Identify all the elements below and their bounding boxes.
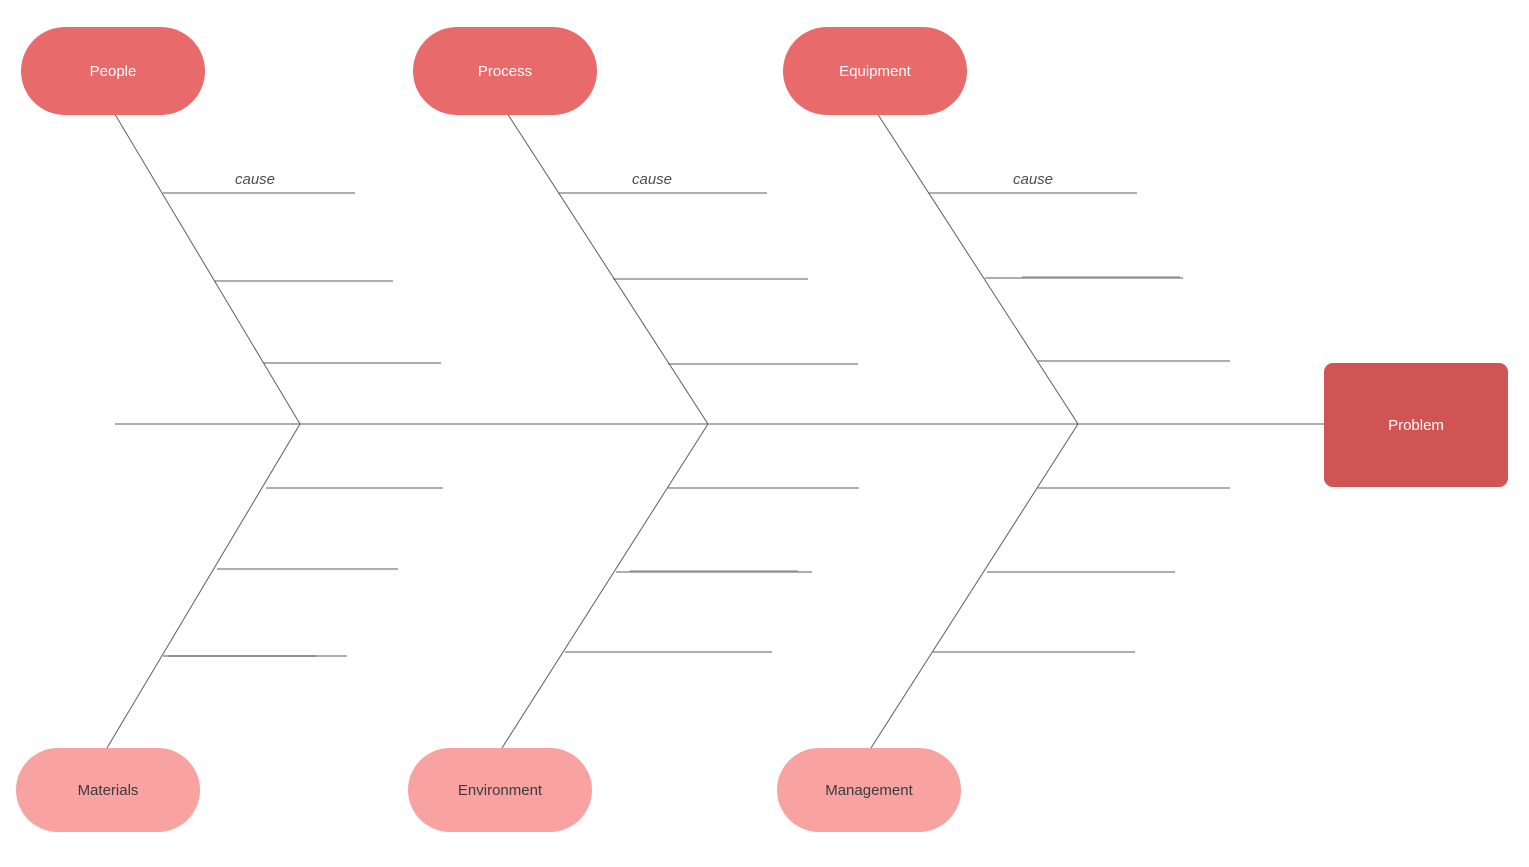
cause-label-equipment: cause: [1012, 171, 1054, 188]
environment-bone: [501, 423, 709, 749]
category-bubble-process[interactable]: Process: [413, 27, 597, 115]
problem-label: Problem: [1388, 416, 1444, 434]
process-bone: [506, 112, 709, 425]
category-bubble-management[interactable]: Management: [777, 748, 961, 832]
category-label-management: Management: [825, 781, 913, 799]
category-label-materials: Materials: [77, 781, 139, 799]
category-label-equipment: Equipment: [839, 62, 911, 80]
materials-bone: [106, 423, 301, 749]
category-bubble-environment[interactable]: Environment: [408, 748, 592, 832]
category-label-environment: Environment: [457, 781, 543, 799]
category-label-process: Process: [477, 62, 533, 80]
cause-label-people: cause: [234, 171, 276, 188]
people-bone: [112, 110, 301, 425]
category-bubble-equipment[interactable]: Equipment: [783, 27, 967, 115]
equipment-bone: [876, 112, 1079, 425]
category-bubble-materials[interactable]: Materials: [16, 748, 200, 832]
management-bone: [870, 423, 1079, 749]
cause-label-process: cause: [631, 171, 673, 188]
category-bubble-people[interactable]: People: [21, 27, 205, 115]
problem-box[interactable]: Problem: [1324, 363, 1508, 487]
category-label-people: People: [89, 62, 137, 80]
